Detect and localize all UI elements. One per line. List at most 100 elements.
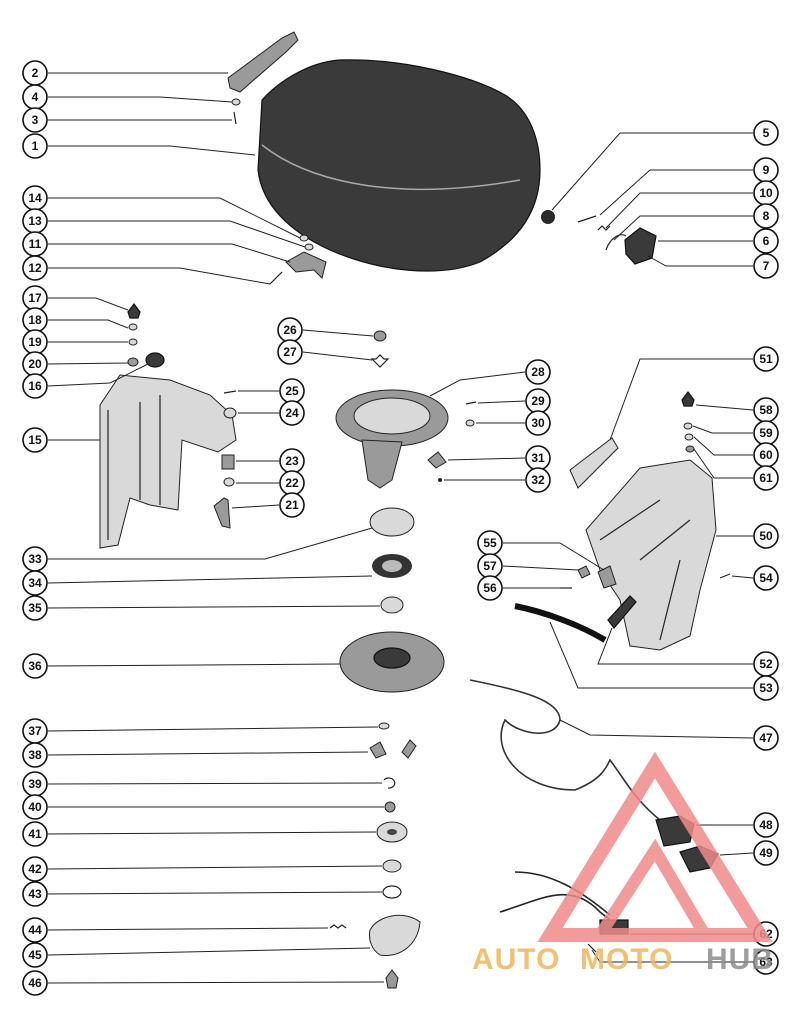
callout-number-7: 7 [763,259,770,273]
callout-bubble-8 [753,203,779,229]
callout-number-30: 30 [531,416,545,430]
leader-line-5 [551,132,753,211]
callout-39: 39 [22,771,48,797]
callout-14: 14 [22,185,48,211]
part-15-detail [107,395,161,540]
callout-43: 43 [22,881,48,907]
callout-number-14: 14 [28,191,42,205]
leader-line-34 [47,575,373,584]
leader-line-11 [48,243,291,263]
leader-line-49 [719,852,754,856]
leader-line-44 [47,927,329,931]
callout-3: 3 [22,107,48,133]
callout-40: 40 [22,794,48,820]
callout-46: 46 [22,970,48,996]
part-38-pawl-left [369,741,387,759]
callout-bubble-5 [753,120,779,146]
callout-12: 12 [22,255,48,281]
part-15-bracket-housing [99,374,237,549]
callout-number-1: 1 [32,139,39,153]
callout-bubble-61 [753,465,779,491]
leader-line-57 [502,565,579,571]
callout-58: 58 [753,397,779,423]
callout-45: 45 [22,942,48,968]
callout-49: 49 [753,840,779,866]
callout-number-58: 58 [759,403,773,417]
callout-number-49: 49 [759,846,773,860]
leader-line-7 [647,255,753,267]
callout-number-47: 47 [759,731,773,745]
part-32-pin [438,478,442,482]
callout-number-37: 37 [28,724,42,738]
callout-number-15: 15 [28,433,42,447]
callout-8: 8 [753,203,779,229]
part-1-cowl-seam [261,144,521,190]
part-14-washer [299,234,309,242]
leader-line-53 [549,621,753,689]
part-34-seal-inner [382,560,402,572]
callout-number-38: 38 [28,748,42,762]
leader-line-26 [302,329,374,337]
callout-bubble-46 [22,970,48,996]
callout-number-31: 31 [531,451,545,465]
callout-number-50: 50 [759,529,773,543]
callout-number-53: 53 [759,681,773,695]
callout-13: 13 [22,208,48,234]
leader-line-55 [503,542,605,571]
callout-number-11: 11 [29,237,42,251]
part-28-stem [361,439,403,489]
callout-bubble-16 [22,373,48,399]
part-63-screw [587,943,597,953]
part-18-washer [128,323,138,331]
callout-bubble-15 [22,427,48,453]
part-24-washer [223,407,237,419]
part-2-handle [227,31,299,93]
callout-31: 31 [525,445,551,471]
part-39-clip [383,777,396,789]
callout-bubble-51 [753,346,779,372]
leader-line-46 [47,981,385,984]
callout-bubble-1 [22,133,48,159]
callout-bubble-48 [753,812,779,838]
callout-number-60: 60 [759,448,773,462]
callout-number-32: 32 [531,473,545,487]
callout-number-21: 21 [285,498,299,512]
leader-line-17 [48,297,129,311]
leader-line-9 [599,169,753,216]
part-33-cap [369,507,415,537]
leader-line-38 [47,751,369,756]
leader-line-4 [48,96,233,103]
callout-17: 17 [22,285,48,311]
part-57-clip [577,565,591,579]
leader-line-31 [447,457,526,461]
part-40-spring [384,801,396,813]
leader-line-51 [609,358,753,441]
callout-10: 10 [753,180,779,206]
callout-bubble-38 [22,742,48,768]
part-3-screw [233,111,237,125]
callout-number-12: 12 [28,261,42,275]
callout-53: 53 [753,675,779,701]
callout-bubble-27 [277,339,303,365]
callout-number-52: 52 [759,657,773,671]
part-4-washer [231,98,241,106]
callout-number-56: 56 [483,581,497,595]
callout-1: 1 [22,133,48,159]
leader-line-47 [559,719,754,739]
leader-line-13 [48,220,306,248]
leader-line-54 [731,575,754,579]
leader-line-42 [47,865,383,870]
callout-bubble-63 [753,949,779,975]
watermark-hub: HUB [706,943,774,976]
part-61-nut [685,445,695,453]
part-62-leads [499,871,626,933]
callout-number-6: 6 [763,234,770,248]
leader-line-36 [47,663,341,667]
callout-33: 33 [22,546,48,572]
part-22-washer [223,477,235,487]
callout-29: 29 [525,388,551,414]
leader-line-20 [47,362,129,365]
part-60-washer [684,433,694,441]
callout-25: 25 [279,378,305,404]
